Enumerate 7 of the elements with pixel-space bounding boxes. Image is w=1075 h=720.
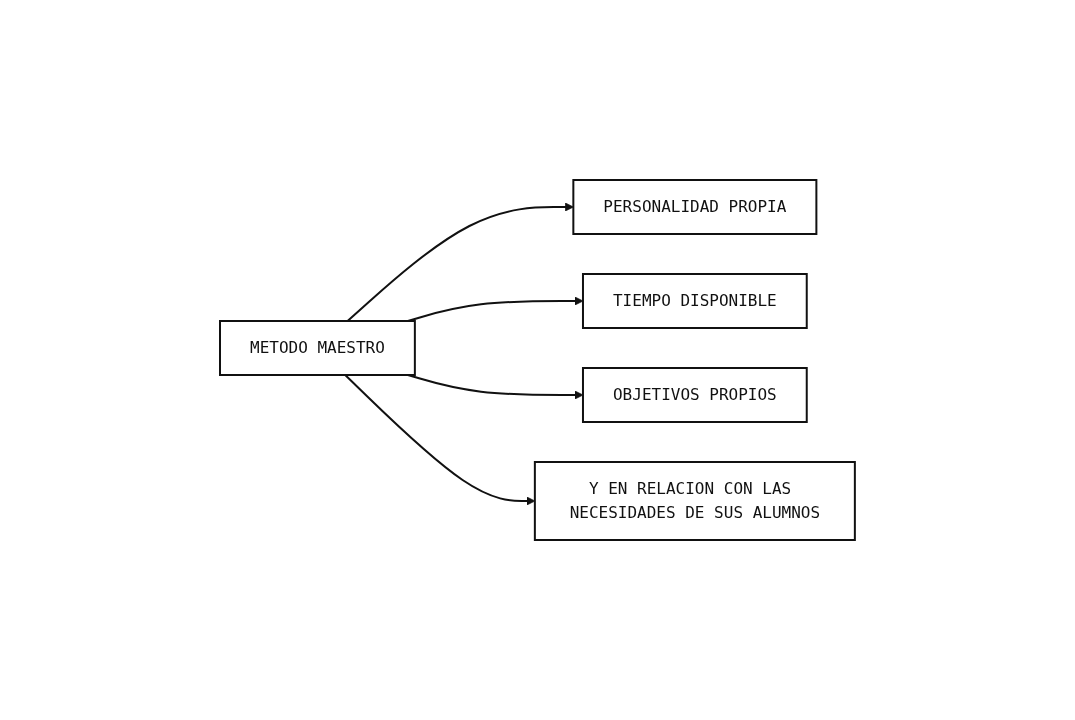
arrow: [406, 296, 584, 322]
node-box: METODO MAESTRO: [219, 320, 416, 376]
arrow: [346, 202, 574, 322]
node-box: Y EN RELACION CON LAS NECESIDADES DE SUS ALUMNOS: [533, 461, 856, 541]
node-box: PERSONALIDAD PROPIA: [572, 179, 818, 235]
node-box: TIEMPO DISPONIBLE: [582, 273, 808, 329]
node-box: OBJETIVOS PROPIOS: [582, 367, 808, 423]
